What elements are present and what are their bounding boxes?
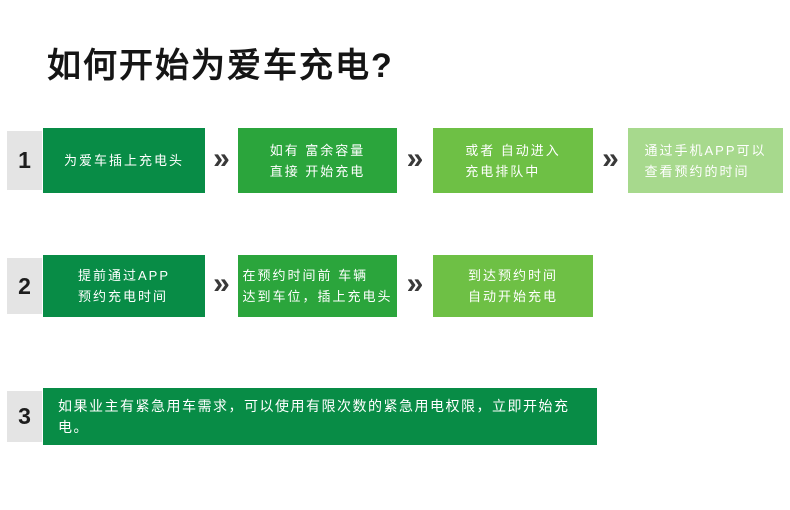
step-number-3: 3: [7, 391, 42, 442]
step-box-auto-start: 到达预约时间 自动开始充电: [433, 255, 593, 317]
step-text: 提前通过APP: [77, 268, 170, 283]
double-chevron-icon: »: [602, 141, 619, 175]
step-row-3: 3 如果业主有紧急用车需求，可以使用有限次数的紧急用电权限，立即开始充电。: [7, 388, 597, 445]
step-text: 或者 自动进入: [465, 142, 561, 158]
step-text: 充电排队中: [465, 163, 541, 179]
step-text: 预约充电时间: [77, 289, 168, 304]
step-number-2: 2: [7, 258, 42, 314]
step-box-app-check: 通过手机APP可以 查看预约的时间: [628, 128, 783, 193]
step-text: 如果业主有紧急用车需求，可以使用有限次数的紧急用电权限，立即开始充电。: [58, 397, 570, 435]
step-number-1: 1: [7, 131, 42, 190]
step-box-emergency: 如果业主有紧急用车需求，可以使用有限次数的紧急用电权限，立即开始充电。: [43, 388, 597, 445]
step-text: 通过手机APP可以: [644, 142, 767, 158]
step-text: 查看预约的时间: [644, 163, 750, 179]
step-text: 在预约时间前 车辆: [242, 268, 369, 283]
double-chevron-icon: »: [213, 141, 230, 175]
step-row-2: 2 提前通过APP 预约充电时间 » 在预约时间前 车辆 达到车位，插上充电头 …: [7, 255, 593, 317]
step-text: 为爱车插上充电头: [63, 153, 184, 168]
step-box-reserve: 提前通过APP 预约充电时间: [43, 255, 205, 317]
step-text: 如有 富余容量: [269, 142, 366, 158]
step-row-1: 1 为爱车插上充电头 » 如有 富余容量 直接 开始充电 » 或者 自动进入 充…: [7, 128, 783, 193]
step-box-plug-in: 为爱车插上充电头: [43, 128, 205, 193]
step-text: 到达预约时间: [467, 268, 558, 283]
double-chevron-icon: »: [406, 141, 424, 175]
step-text: 自动开始充电: [467, 289, 558, 304]
step-text: 直接 开始充电: [269, 163, 366, 179]
step-box-queue: 或者 自动进入 充电排队中: [433, 128, 593, 193]
double-chevron-icon: »: [406, 267, 424, 300]
double-chevron-icon: »: [213, 267, 230, 300]
step-box-start-charging: 如有 富余容量 直接 开始充电: [238, 128, 397, 193]
step-text: 达到车位，插上充电头: [242, 289, 393, 304]
page-title: 如何开始为爱车充电?: [47, 47, 394, 85]
step-box-arrive: 在预约时间前 车辆 达到车位，插上充电头: [238, 255, 397, 317]
